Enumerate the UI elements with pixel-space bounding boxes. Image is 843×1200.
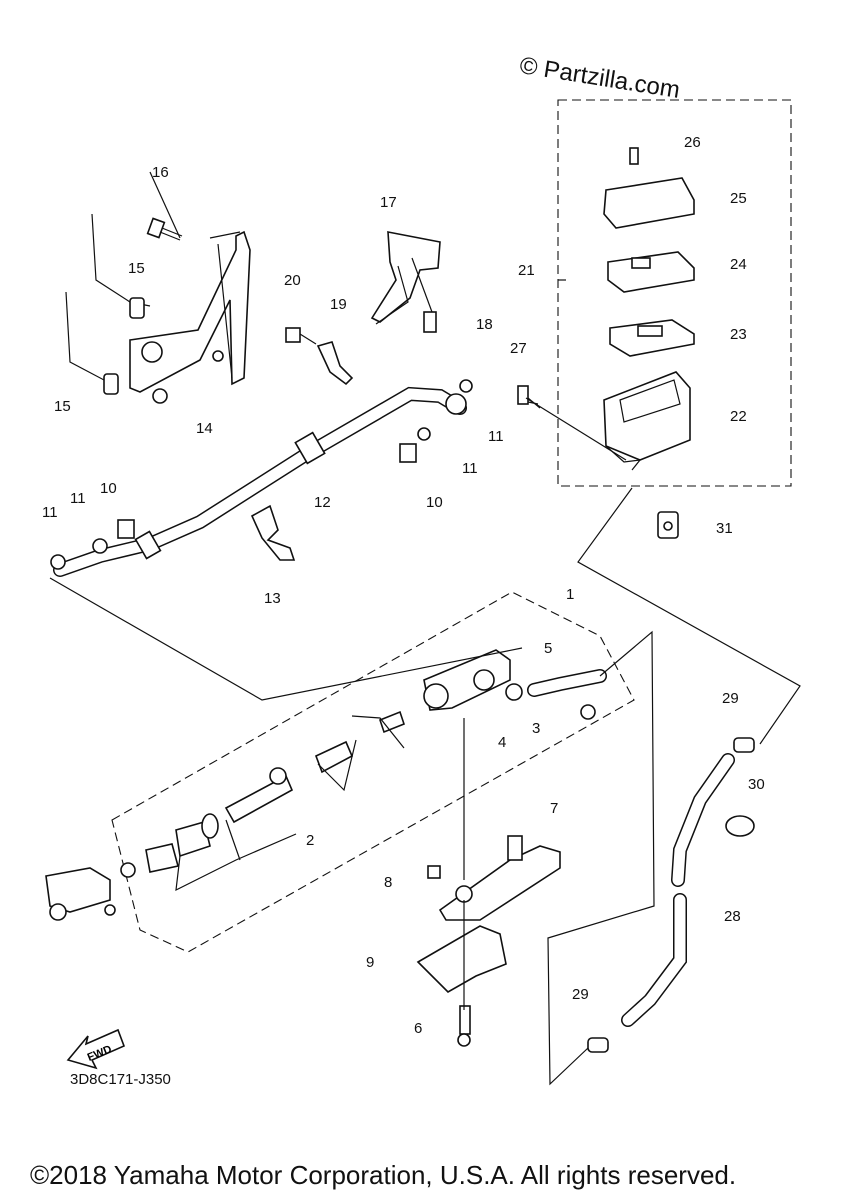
callout-29-upper: 29 [722,690,739,707]
callout-16: 16 [152,164,169,181]
callout-21: 21 [518,262,535,279]
plate-9 [416,925,507,1047]
callout-27: 27 [510,340,527,357]
callout-11-d: 11 [42,504,58,521]
callout-22: 22 [730,408,747,425]
callout-26: 26 [684,134,701,151]
callout-2: 2 [306,832,315,849]
callout-3: 3 [532,720,541,737]
callout-5: 5 [544,640,553,657]
hose-fitting-5 [505,669,607,720]
callout-15-lower: 15 [54,398,71,415]
bolt-16 [146,217,183,241]
leader-lines [49,279,801,1086]
nut-31 [657,511,679,539]
callout-17: 17 [380,194,397,211]
callout-20: 20 [284,272,301,289]
pedal-bracket [129,171,251,404]
callout-10-left: 10 [100,480,117,497]
callout-1: 1 [566,586,575,603]
copyright-notice: ©2018 Yamaha Motor Corporation, U.S.A. A… [30,1160,737,1190]
reservoir-assembly [517,147,695,471]
callout-6: 6 [414,1020,423,1037]
callout-10-right: 10 [426,494,443,511]
bracket-7 [427,835,561,921]
callout-29-lower: 29 [572,986,589,1003]
diagram-code: 3D8C171-J350 [70,1071,171,1088]
callout-19: 19 [330,296,347,313]
callout-28: 28 [724,908,741,925]
brake-hose-upper [50,379,473,577]
callout-11-a: 11 [488,428,504,445]
clamp-13 [250,504,296,561]
master-cylinder [45,649,511,921]
callout-31: 31 [716,520,733,537]
callout-8: 8 [384,874,393,891]
callout-25: 25 [730,190,747,207]
callout-13: 13 [264,590,281,607]
callout-24: 24 [730,256,747,273]
callout-30: 30 [748,776,765,793]
callout-14: 14 [196,420,213,437]
callout-18: 18 [476,316,493,333]
callout-4: 4 [498,734,507,751]
callout-7: 7 [550,800,559,817]
callout-12: 12 [314,494,331,511]
reservoir-group-box [557,99,792,487]
fwd-arrow-icon: FWD [66,1028,126,1070]
callout-9: 9 [366,954,375,971]
bracket-17 [370,231,441,333]
reservoir-hose [587,737,755,1053]
callout-11-c: 11 [70,490,86,507]
master-cylinder-group-box [111,591,635,953]
union-bolts-10 [117,443,417,539]
callout-11-b: 11 [462,460,478,477]
callout-15-upper: 15 [128,260,145,277]
callout-23: 23 [730,326,747,343]
brake-cable-clamps [65,213,151,395]
hose-holder-19 [285,327,354,386]
